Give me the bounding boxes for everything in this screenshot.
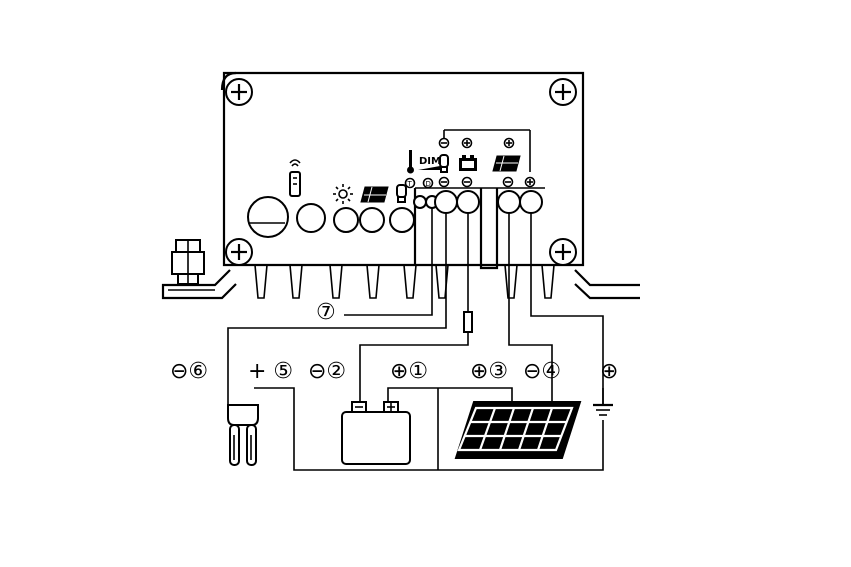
terminal-block: [414, 188, 545, 268]
lamp-icon: [397, 185, 406, 202]
label-lamp-plus: + ⑤: [248, 359, 293, 384]
lamp-icon: [228, 405, 258, 465]
terminal-t-label: T: [407, 180, 413, 188]
label-panel-plus: ⊕③: [470, 359, 508, 384]
label-battery-plus: ⊕①: [390, 359, 428, 384]
terminal-d-label: D: [426, 180, 431, 188]
rotary-switch: [248, 197, 288, 237]
screw-icon: [226, 79, 252, 105]
screw-icon: [226, 239, 252, 265]
label-panel-minus: ⊖④: [523, 359, 561, 384]
battery-icon: [459, 155, 477, 171]
label-lamp-minus: ⊖⑥: [170, 359, 208, 384]
solar-panel-icon: [493, 156, 520, 171]
screw-icon: [550, 239, 576, 265]
led-panel: [360, 208, 384, 232]
remote-port: [297, 204, 325, 232]
solar-panel-icon: [456, 402, 580, 458]
solar-panel-icon: [361, 187, 388, 202]
fuse-icon: [464, 312, 472, 332]
polarity-markers: [440, 130, 535, 187]
sun-icon: [333, 184, 353, 204]
battery-icon: [342, 402, 410, 464]
led-sun: [334, 208, 358, 232]
label-ground: ⊕: [600, 359, 618, 384]
label-battery-minus: ⊖②: [308, 359, 346, 384]
led-lamp: [390, 208, 414, 232]
thermometer-icon: [407, 150, 414, 174]
label-sensor-wire: ⑦: [316, 300, 336, 325]
small-terminal-labels: T D: [406, 179, 433, 189]
ground-icon: [593, 388, 613, 415]
cable-gland: [172, 240, 204, 284]
dim-label: DIM: [419, 156, 441, 167]
lamp-icon: [440, 155, 448, 172]
screw-icon: [550, 79, 576, 105]
mounting-flange-right: [575, 270, 640, 298]
remote-icon: [290, 160, 300, 196]
